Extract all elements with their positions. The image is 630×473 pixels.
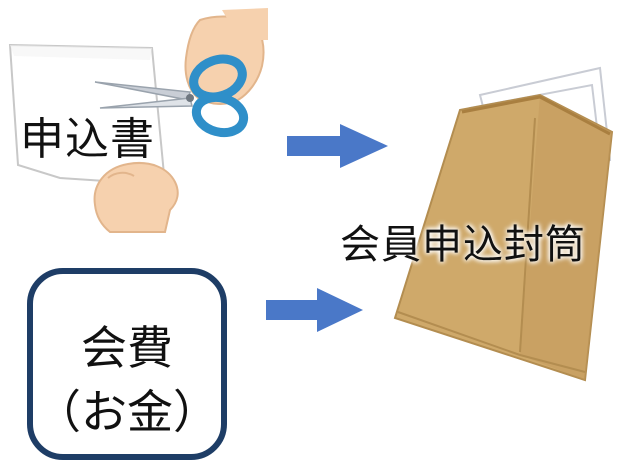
envelope-icon <box>393 66 614 382</box>
envelope-label: 会員申込封筒 <box>340 222 586 268</box>
fee-title: 会費 <box>81 321 173 375</box>
membership-fee-box: 会費 （お金） <box>27 268 227 460</box>
fee-subtitle: （お金） <box>35 385 219 439</box>
arrow-right-icon <box>287 124 388 168</box>
arrow-right-icon <box>266 288 363 332</box>
application-form-label: 申込書 <box>20 114 155 165</box>
scissors-icon <box>94 54 249 138</box>
hand-bottom-icon <box>93 162 179 233</box>
